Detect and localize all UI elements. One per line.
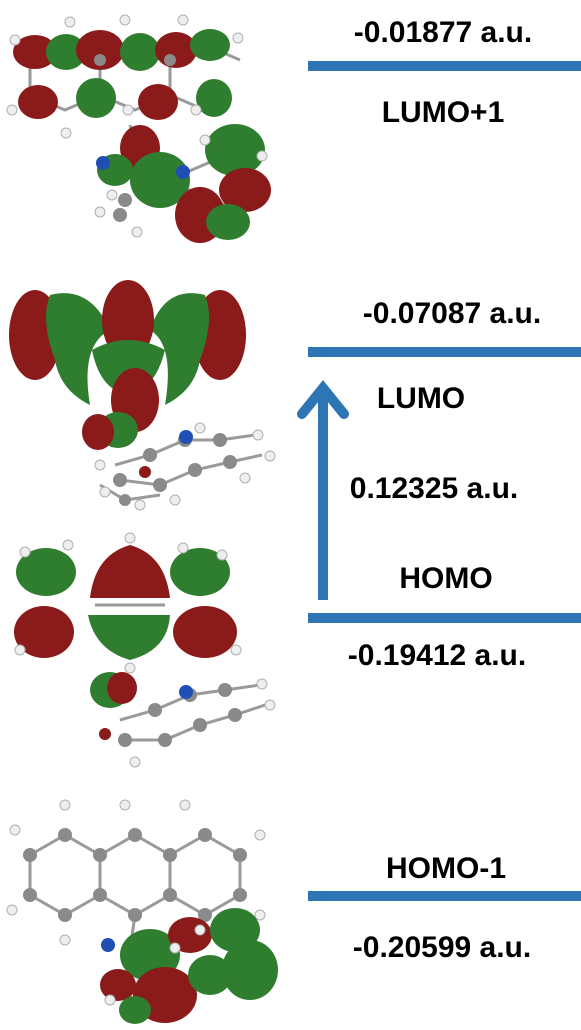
transition-arrow [297,380,349,600]
level-name-lumo-plus-1: LUMO+1 [382,96,505,129]
energy-label-lumo-plus-1: -0.01877 a.u. [354,16,532,49]
orbital-image-homo [14,532,276,768]
energy-label-lumo: -0.07087 a.u. [363,297,541,330]
energy-label-homo: -0.19412 a.u. [348,639,526,672]
gap-label: 0.12325 a.u. [350,472,518,505]
level-line-lumo [308,347,581,357]
level-line-homo-minus-1 [308,891,581,901]
energy-label-homo-minus-1: -0.20599 a.u. [353,931,531,964]
orbital-image-homo-minus-1 [6,799,278,1024]
orbital-image-lumo [9,280,276,511]
orbital-image-lumo-plus-1 [6,14,271,243]
level-name-homo-minus-1: HOMO-1 [386,852,506,885]
level-name-homo: HOMO [399,562,492,595]
level-name-lumo: LUMO [377,382,465,415]
level-line-homo [308,613,581,623]
level-line-lumo-plus-1 [308,61,581,71]
